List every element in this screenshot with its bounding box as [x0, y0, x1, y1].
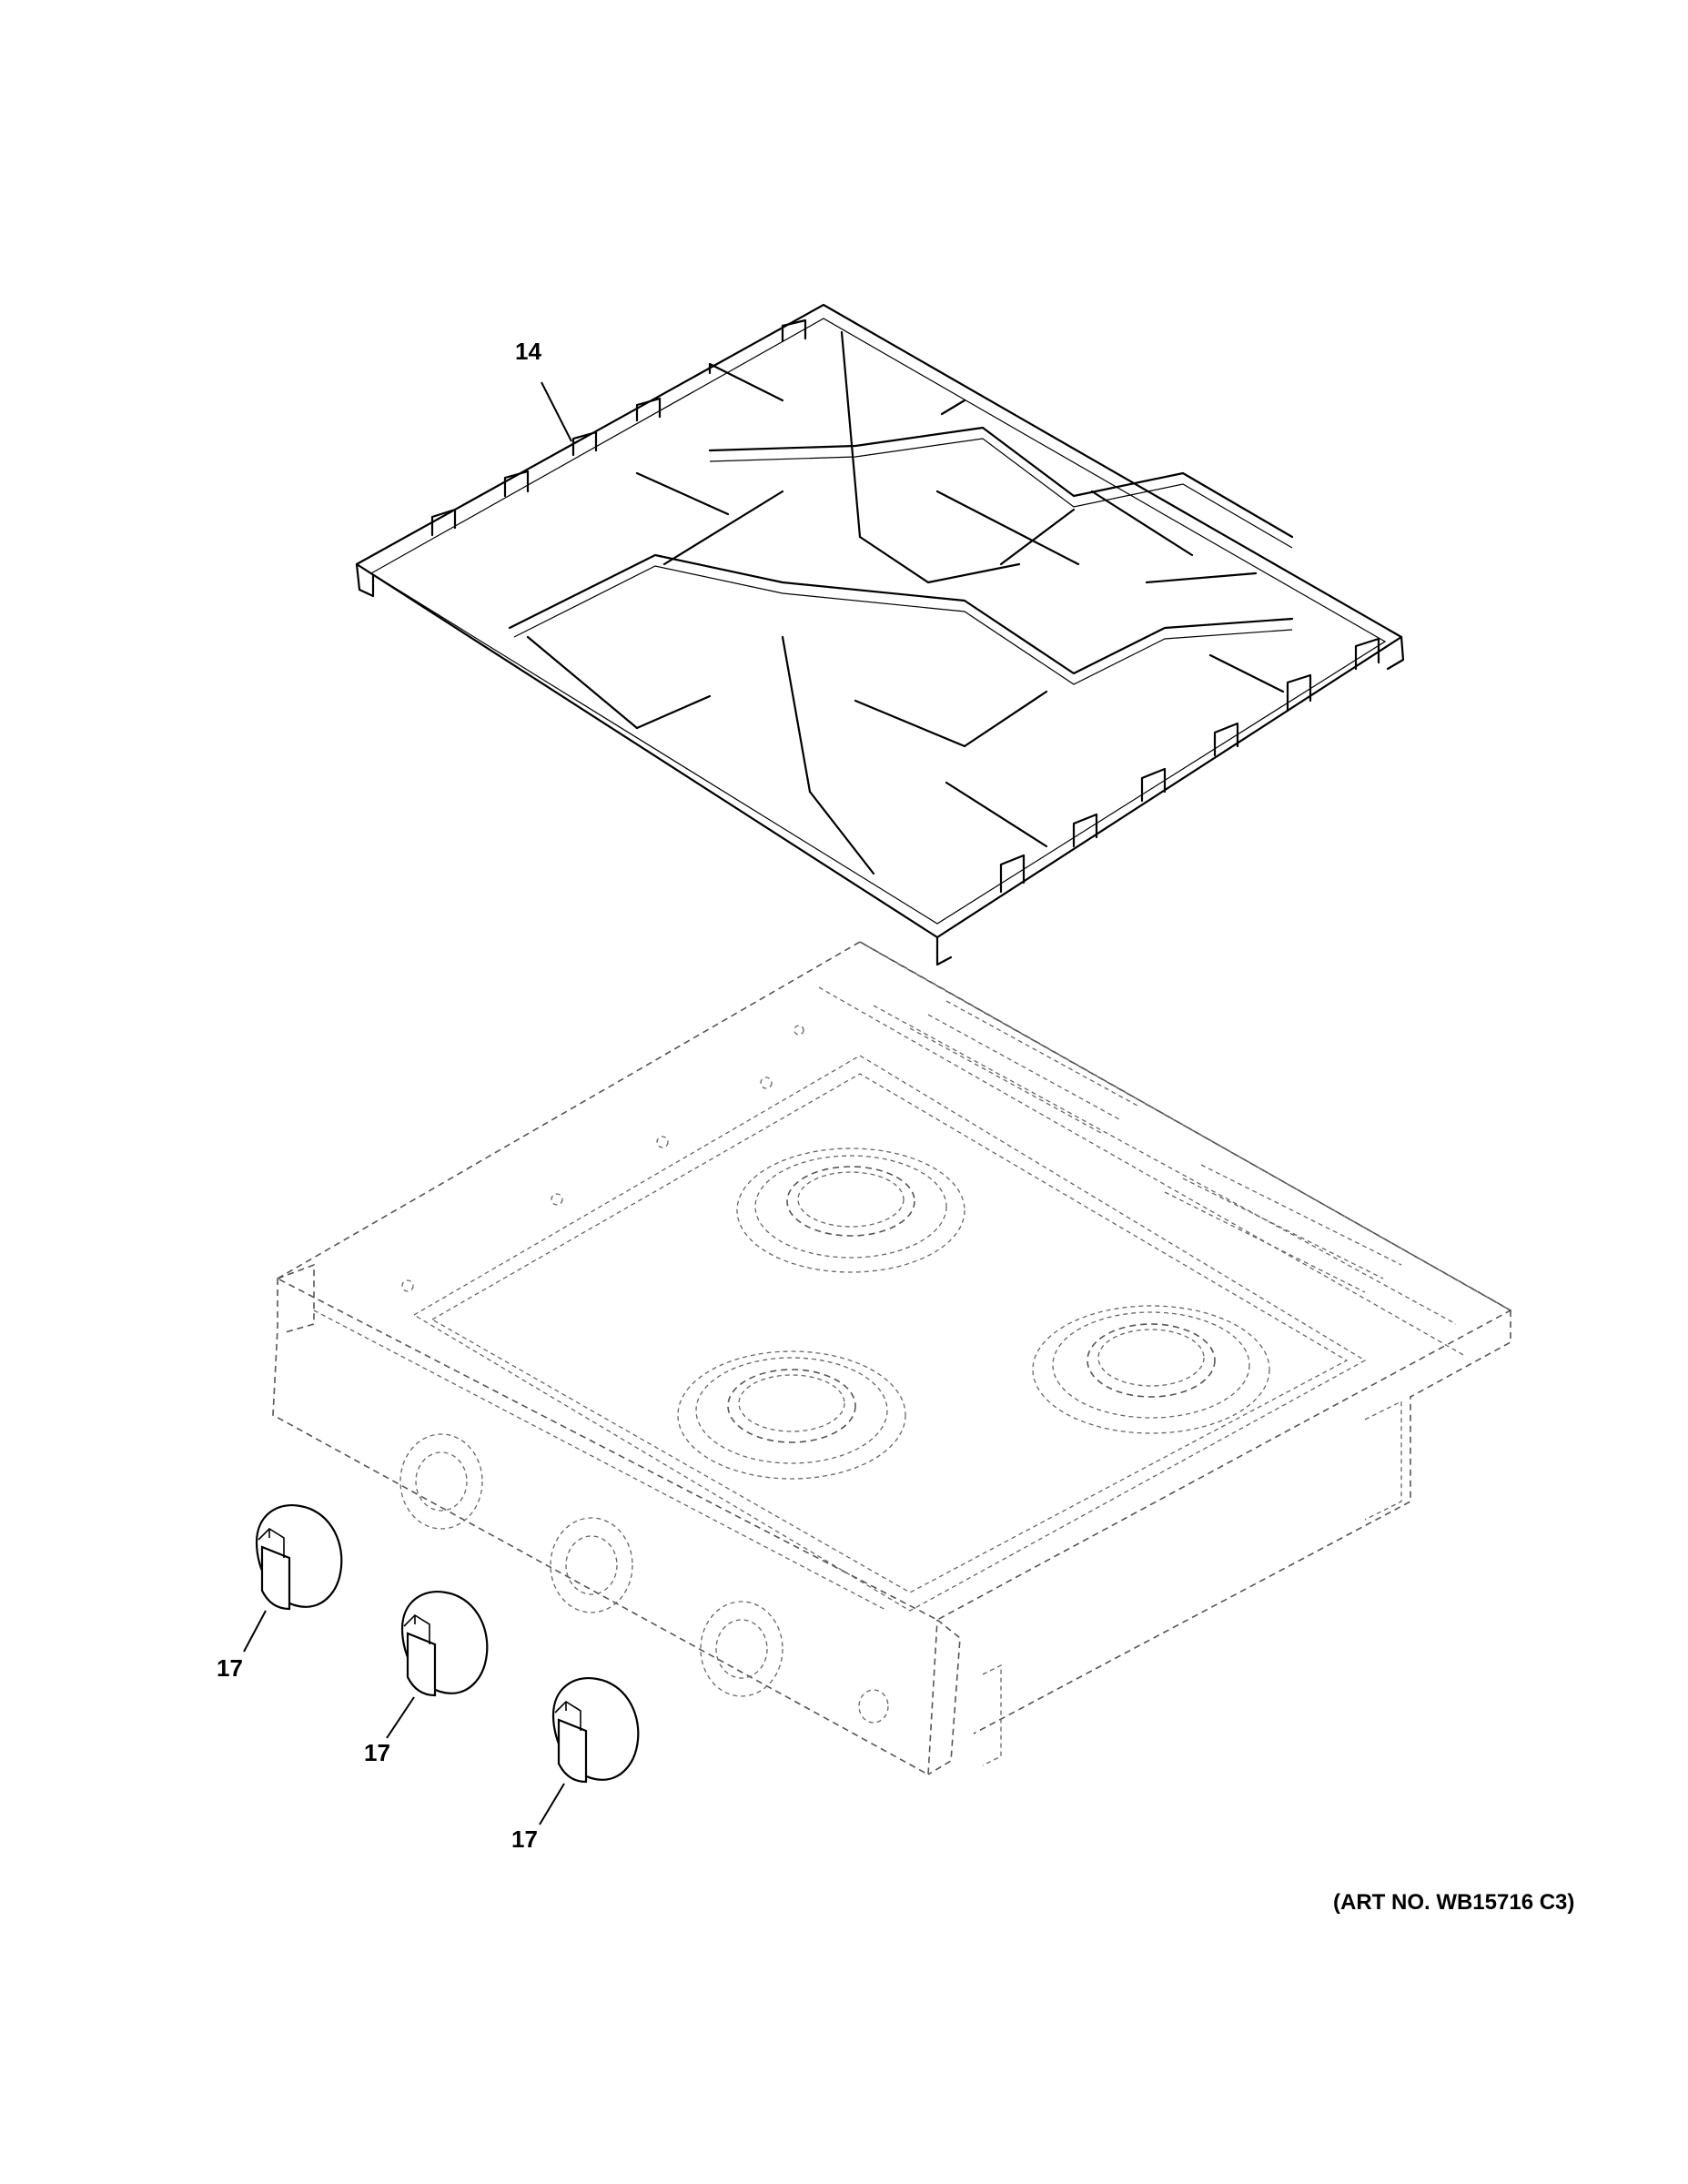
leader-17-2	[386, 1696, 415, 1739]
callout-17-knob2: 17	[364, 1739, 390, 1766]
callout-14: 14	[515, 338, 541, 365]
control-knob-3[interactable]	[551, 1676, 640, 1784]
callout-17-knob3: 17	[511, 1825, 538, 1853]
burner-rear	[736, 1148, 965, 1273]
burner-front-right	[1032, 1305, 1270, 1434]
callout-17-knob1: 17	[217, 1654, 243, 1682]
leader-14	[541, 381, 572, 442]
burner-front-left	[677, 1350, 906, 1480]
burner-grate[interactable]	[355, 303, 1405, 966]
art-number: (ART NO. WB15716 C3)	[1333, 1890, 1574, 1915]
control-knob-2[interactable]	[400, 1590, 489, 1697]
control-knob-1[interactable]	[255, 1503, 343, 1611]
leader-17-3	[539, 1783, 565, 1825]
cooktop-body	[272, 941, 1512, 1776]
leader-17-1	[243, 1610, 267, 1653]
